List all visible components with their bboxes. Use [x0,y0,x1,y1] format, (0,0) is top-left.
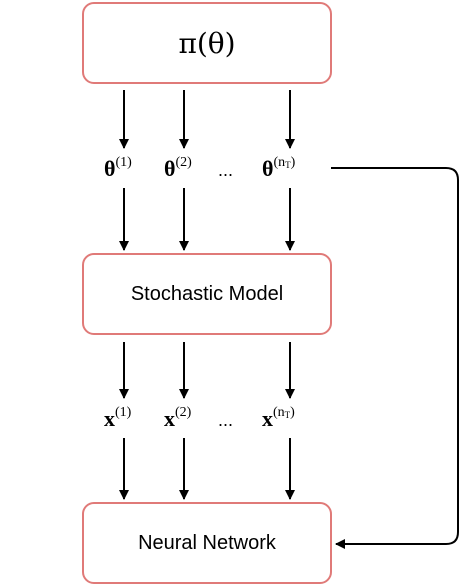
theta-2-sup: (2) [175,155,192,170]
theta-2-label: θ(2) [164,155,192,182]
x-2-sup: (2) [175,405,192,420]
x-1-label: x(1) [104,405,131,432]
theta-n-sup-main: (n [273,155,286,170]
theta-symbol: θ [262,156,274,181]
x-n-sup-sub: T [284,410,291,420]
theta-n-sup-close: ) [290,155,296,170]
x-n-label: x(nT) [262,405,295,432]
arrow-thetaN-nn-bypass [331,167,459,549]
prior-box: π(θ) [82,2,332,84]
x-1-sup: (1) [115,405,132,420]
stochastic-model-box: Stochastic Model [82,253,332,335]
theta-1-label: θ(1) [104,155,132,182]
x-ellipsis: ... [218,410,234,430]
theta-symbol: θ [104,156,116,181]
theta-n-label: θ(nT) [262,155,295,182]
x-symbol: x [104,406,115,431]
x-2-label: x(2) [164,405,191,432]
stochastic-model-label: Stochastic Model [130,282,284,305]
theta-1-sup: (1) [115,155,132,170]
x-n-sup-main: (n [273,405,285,420]
neural-network-box: Neural Network [82,502,332,584]
theta-ellipsis: ... [218,160,234,180]
x-n-sup-close: ) [290,405,295,420]
theta-symbol: θ [164,156,176,181]
theta-n-sup-sub: T [285,160,291,170]
x-symbol: x [262,406,273,431]
prior-box-label: π(θ) [178,26,236,60]
neural-network-label: Neural Network [138,531,276,554]
x-symbol: x [164,406,175,431]
